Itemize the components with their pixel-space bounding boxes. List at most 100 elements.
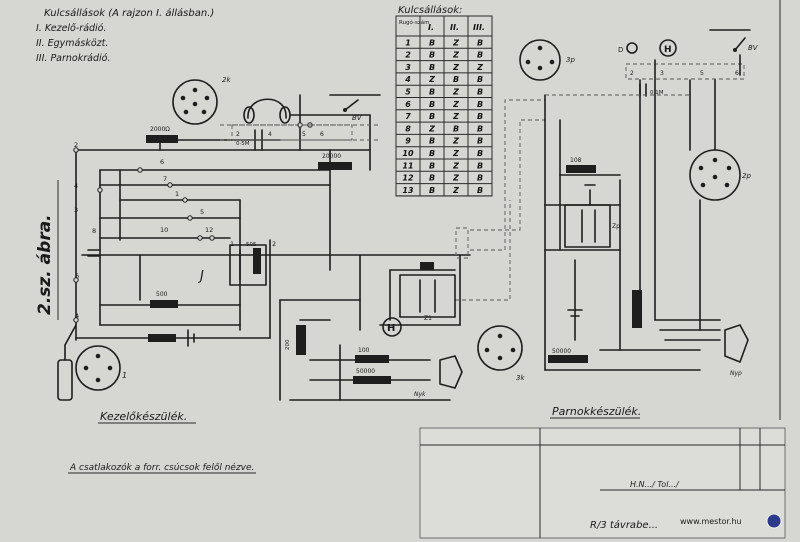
- battery-operator: [187, 329, 195, 347]
- table-cell: Z: [452, 186, 459, 195]
- svg-text:500: 500: [156, 291, 168, 298]
- table-title: Kulcsállások:: [398, 4, 462, 16]
- resistor-vertical-right: [632, 290, 642, 328]
- resistor-50000-right: 50000: [548, 348, 588, 363]
- table-cell: Z: [476, 63, 483, 72]
- svg-text:D: D: [618, 46, 623, 54]
- plug-2k: 2k: [172, 76, 231, 125]
- table-spring-number: 13: [402, 186, 414, 195]
- svg-text:0·5M: 0·5M: [236, 141, 250, 147]
- svg-text:Nyk: Nyk: [414, 391, 426, 398]
- table-spring-number: 4: [404, 75, 411, 84]
- table-cell: Z: [452, 63, 459, 72]
- headphones-icon: [243, 98, 291, 124]
- plug-1: 1: [75, 345, 127, 391]
- svg-text:3k: 3k: [516, 374, 525, 382]
- handset-nyp-icon: Nyp: [724, 324, 749, 377]
- connector-view-note: A csatlakozók a forr. csúcsok felől nézv…: [69, 462, 254, 473]
- table-cell: B: [477, 149, 483, 158]
- table-cell: B: [477, 137, 483, 146]
- table-spring-number: 8: [405, 124, 411, 133]
- table-cell: Z: [452, 112, 459, 121]
- resistor-500: 500: [150, 291, 178, 308]
- table-cell: B: [477, 112, 483, 121]
- table-cell: B: [477, 75, 483, 84]
- svg-text:50000: 50000: [552, 348, 571, 355]
- table-cell: B: [429, 149, 435, 158]
- svg-text:6: 6: [75, 272, 79, 280]
- resistor-20000: 20000: [318, 153, 352, 170]
- svg-text:Zp: Zp: [612, 223, 620, 230]
- meter-h-left: H: [382, 317, 402, 337]
- key-positions-heading: Kulcsállások (A rajzon I. állásban.): [44, 7, 214, 19]
- table-spring-number: 3: [405, 63, 411, 72]
- table-cell: Z: [452, 88, 459, 97]
- mode-3-label: III. Parnokrádió.: [36, 53, 110, 64]
- table-cell: B: [429, 186, 435, 195]
- transformer-z1: Z1: [399, 262, 456, 322]
- svg-text:0·1M: 0·1M: [650, 90, 664, 96]
- table-cell: Z: [452, 38, 459, 47]
- table-cell: B: [429, 38, 435, 47]
- svg-text:H: H: [664, 45, 672, 55]
- svg-text:3: 3: [74, 206, 78, 214]
- mode-1-label: I. Kezelő-rádió.: [36, 23, 107, 34]
- bv-switch-left: BV: [329, 94, 381, 122]
- svg-text:200: 200: [285, 339, 291, 350]
- svg-text:2: 2: [272, 240, 276, 248]
- table-cell: B: [477, 100, 483, 109]
- svg-text:2: 2: [630, 70, 634, 77]
- svg-text:5: 5: [302, 131, 306, 138]
- table-cell: Z: [452, 174, 459, 183]
- terminal-strip-middle: [455, 227, 469, 259]
- table-cell: B: [477, 38, 483, 47]
- table-cell: B: [429, 161, 435, 170]
- table-cell: B: [429, 88, 435, 97]
- switch-contacts: [73, 122, 313, 323]
- svg-text:10: 10: [160, 226, 168, 234]
- svg-text:4: 4: [75, 312, 79, 320]
- parnok-device-label: Parnokkészülék.: [552, 405, 641, 418]
- table-cell: B: [453, 75, 459, 84]
- svg-text:1: 1: [175, 190, 179, 198]
- svg-text:BV: BV: [352, 114, 363, 122]
- table-spring-number: 12: [402, 174, 414, 183]
- table-cell: Z: [452, 137, 459, 146]
- microphone-icon: [57, 324, 77, 401]
- battery-parnok: [567, 309, 583, 317]
- table-cell: B: [477, 174, 483, 183]
- signature-mark: H.N.../ Tol.../: [630, 480, 680, 489]
- resistor-200: [148, 334, 176, 342]
- table-cell: Z: [452, 100, 459, 109]
- table-spring-number: 9: [405, 137, 411, 146]
- resistor-vertical-left: 200: [285, 325, 306, 355]
- svg-text:2: 2: [236, 131, 240, 138]
- svg-text:3: 3: [660, 70, 664, 77]
- table-spring-number: 6: [405, 100, 411, 109]
- svg-text:100: 100: [358, 347, 370, 354]
- table-spring-number: 5: [405, 88, 411, 97]
- table-cell: Z: [428, 124, 435, 133]
- resistor-100: 100: [355, 347, 389, 363]
- indicator-d: D: [618, 42, 638, 54]
- svg-text:2: 2: [74, 141, 78, 149]
- table-cell: B: [477, 186, 483, 195]
- table-header-spring: Rugó-szám: [399, 19, 429, 26]
- plug-3k: 3k: [477, 325, 525, 382]
- svg-text:8: 8: [92, 227, 96, 235]
- table-cell: B: [429, 63, 435, 72]
- table-spring-number: 2: [405, 51, 411, 60]
- svg-text:J: J: [197, 269, 204, 284]
- resistor-50000-mid: 50000: [353, 368, 391, 384]
- table-spring-number: 10: [402, 149, 414, 158]
- svg-text:1: 1: [122, 371, 127, 380]
- svg-text:BV: BV: [748, 44, 759, 52]
- stamp-text: R/3 távrabe...: [590, 519, 658, 531]
- capacitor-0-1m: 0·1M: [639, 83, 664, 97]
- watermark-text: www.mestor.hu: [680, 517, 742, 526]
